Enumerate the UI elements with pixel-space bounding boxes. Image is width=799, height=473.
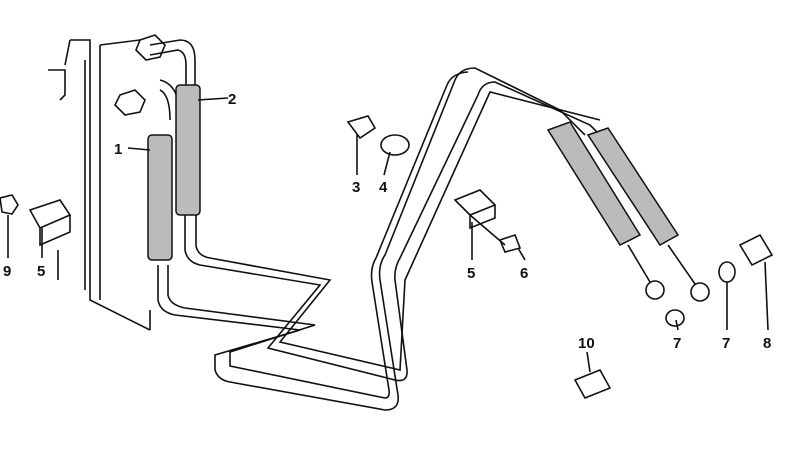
leader-lines xyxy=(7,97,769,373)
part-label-4: 4 xyxy=(379,179,388,196)
part-label-5: 5 xyxy=(37,263,45,280)
radiator xyxy=(48,39,151,331)
part-label-8: 8 xyxy=(763,335,771,352)
part-label-7: 7 xyxy=(673,335,681,352)
part-label-9: 9 xyxy=(3,263,11,280)
part-label-10: 10 xyxy=(578,335,595,352)
part-label-2: 2 xyxy=(228,91,236,108)
part-label-6: 6 xyxy=(520,265,528,282)
part-label-7: 7 xyxy=(722,335,730,352)
part-label-3: 3 xyxy=(352,179,360,196)
part-label-5: 5 xyxy=(467,265,475,282)
oil-pipes xyxy=(149,39,606,411)
hoses xyxy=(147,84,710,302)
part-label-1: 1 xyxy=(114,141,122,158)
